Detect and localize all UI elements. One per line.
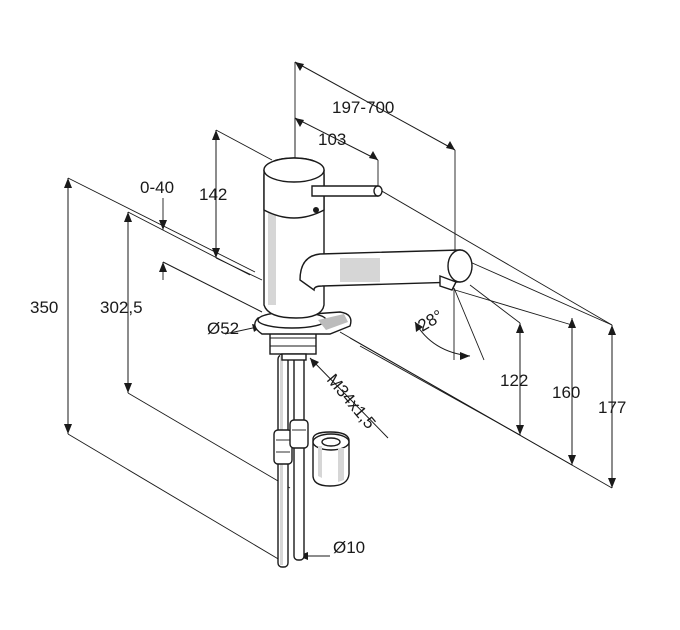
label-spout-height-177: 177 (598, 398, 626, 417)
label-lever-offset: 103 (318, 130, 346, 149)
label-hose-diameter: Ø10 (333, 538, 365, 557)
arrowheads (64, 62, 616, 560)
label-spout-height-122: 122 (500, 371, 528, 390)
label-base-diameter: Ø52 (207, 319, 239, 338)
label-deck-thickness: 0-40 (140, 178, 174, 197)
faucet (254, 157, 473, 568)
label-swivel-angle: 28° (415, 306, 447, 335)
mounting-nut (312, 431, 350, 487)
label-spout-height-160: 160 (552, 383, 580, 402)
label-reach: 197-700 (332, 98, 394, 117)
label-total-height: 350 (30, 298, 58, 317)
label-lever-height: 142 (199, 185, 227, 204)
lever-handle (311, 185, 383, 197)
supply-hoses (273, 354, 309, 568)
label-thread: M34x1,5 (323, 370, 379, 432)
label-height-below-deck: 302,5 (100, 298, 143, 317)
spout (299, 249, 473, 292)
main-body (263, 157, 325, 319)
